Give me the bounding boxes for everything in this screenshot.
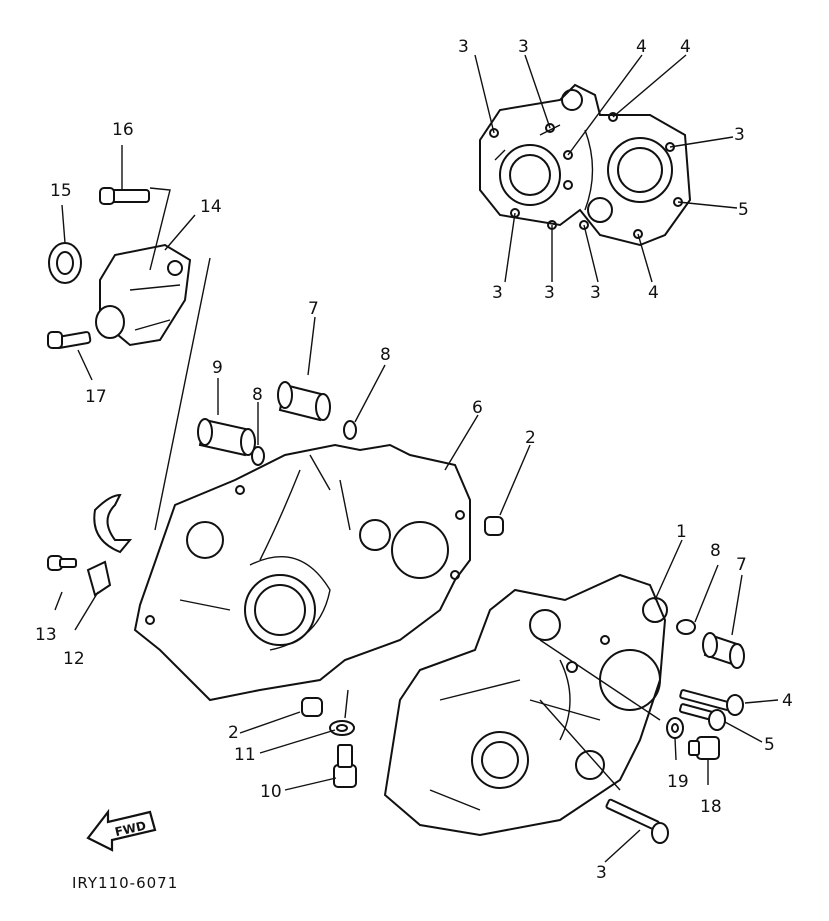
bushing-7-upper xyxy=(277,381,331,422)
oring-8-right xyxy=(676,619,696,635)
fwd-label: FWD xyxy=(114,819,148,840)
callout-3: 3 xyxy=(458,37,469,57)
fwd-arrow: FWD xyxy=(86,808,157,852)
washer-19 xyxy=(666,717,684,739)
crankcase-left-6 xyxy=(133,443,471,702)
callout-8: 8 xyxy=(710,541,721,561)
plug-18 xyxy=(688,736,720,760)
dowel-2-upper xyxy=(484,516,504,536)
callout-5: 5 xyxy=(738,200,749,220)
bolt-3 xyxy=(605,798,669,844)
callout-11: 11 xyxy=(234,745,256,765)
bushing-9 xyxy=(197,418,256,457)
callout-13: 13 xyxy=(35,625,57,645)
callout-8: 8 xyxy=(252,385,263,405)
callout-3: 3 xyxy=(518,37,529,57)
callout-2: 2 xyxy=(228,723,239,743)
callout-3: 3 xyxy=(590,283,601,303)
figure-code: IRY110-6071 xyxy=(72,874,178,892)
callout-12: 12 xyxy=(63,649,85,669)
callout-14: 14 xyxy=(200,197,222,217)
callout-2: 2 xyxy=(525,428,536,448)
callout-6: 6 xyxy=(472,398,483,418)
callout-7: 7 xyxy=(736,555,747,575)
seal-15 xyxy=(48,242,82,284)
callout-8: 8 xyxy=(380,345,391,365)
callout-5: 5 xyxy=(764,735,775,755)
callout-4: 4 xyxy=(648,283,659,303)
cover-14 xyxy=(95,243,192,347)
callout-17: 17 xyxy=(85,387,107,407)
washer-11 xyxy=(329,720,355,736)
callout-15: 15 xyxy=(50,181,72,201)
callout-4: 4 xyxy=(782,691,793,711)
bolt-5 xyxy=(678,703,726,731)
pump-assembly xyxy=(47,145,211,531)
bolt-4 xyxy=(679,689,744,716)
drain-bolt-10 xyxy=(333,744,357,788)
callout-3: 3 xyxy=(544,283,555,303)
oring-8-left xyxy=(251,446,265,466)
callout-19: 19 xyxy=(667,772,689,792)
dowel-2-lower xyxy=(301,697,323,717)
crankcase-right-1 xyxy=(383,573,668,837)
crankcase-bolt-pattern-view xyxy=(474,54,738,283)
callout-9: 9 xyxy=(212,358,223,378)
bolt-16 xyxy=(99,187,150,205)
callout-16: 16 xyxy=(112,120,134,140)
screw-13 xyxy=(47,555,77,571)
callout-labels: 3 3 4 4 3 5 3 3 3 4 16 15 14 17 7 9 8 8 … xyxy=(35,37,793,883)
callout-3: 3 xyxy=(596,863,607,883)
bolt-17 xyxy=(47,331,92,350)
clip-12 xyxy=(86,560,112,597)
callout-4: 4 xyxy=(680,37,691,57)
callout-4: 4 xyxy=(636,37,647,57)
bushing-7-right xyxy=(702,632,745,669)
callout-7: 7 xyxy=(308,299,319,319)
oring-8-upper xyxy=(343,420,357,440)
callout-18: 18 xyxy=(700,797,722,817)
callout-10: 10 xyxy=(260,782,282,802)
callout-3: 3 xyxy=(734,125,745,145)
callout-1: 1 xyxy=(676,522,687,542)
bracket-guide xyxy=(93,493,133,554)
callout-3: 3 xyxy=(492,283,503,303)
